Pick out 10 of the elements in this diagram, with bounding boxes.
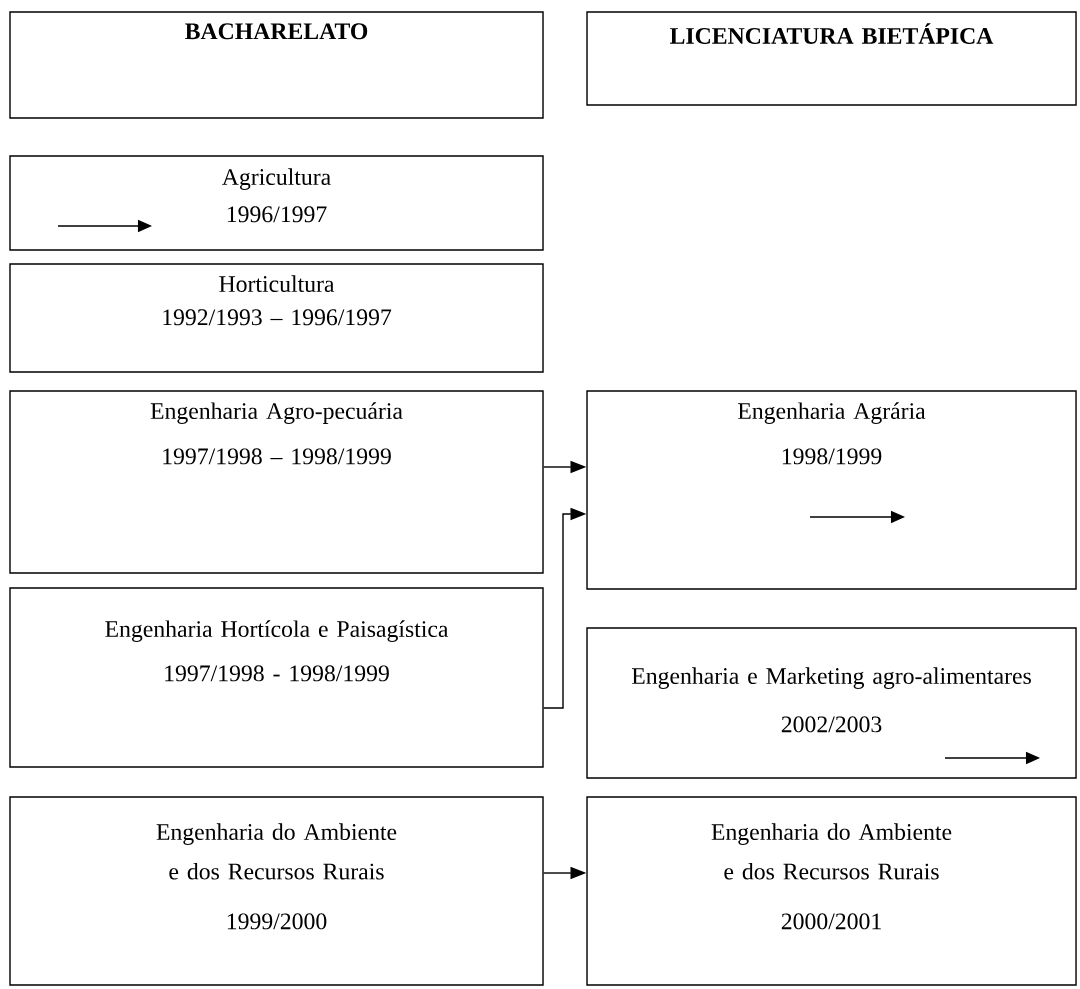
heading-box: LICENCIATURA BIETÁPICA <box>586 11 1077 106</box>
course-box: Engenharia do Ambiente e dos Recursos Rurais 1999/2000 <box>9 796 544 986</box>
course-box: Horticultura 1992/1993 – 1996/1997 <box>9 263 544 373</box>
course-box: Agricultura 1996/1997 <box>9 155 544 251</box>
course-box: Engenharia Agro-pecuária 1997/1998 – 1998/1999 <box>9 390 544 574</box>
course-box: Engenharia do Ambiente e dos Recursos Rurais 2000/2001 <box>586 796 1077 986</box>
course-box: Engenharia Agrária 1998/1999 <box>586 390 1077 590</box>
heading-box: BACHARELATO <box>9 11 544 119</box>
course-box: Engenharia e Marketing agro-alimentares 2002/2003 <box>586 627 1077 779</box>
course-box: Engenharia Hortícola e Paisagística 1997/1998 - 1998/1999 <box>9 587 544 768</box>
